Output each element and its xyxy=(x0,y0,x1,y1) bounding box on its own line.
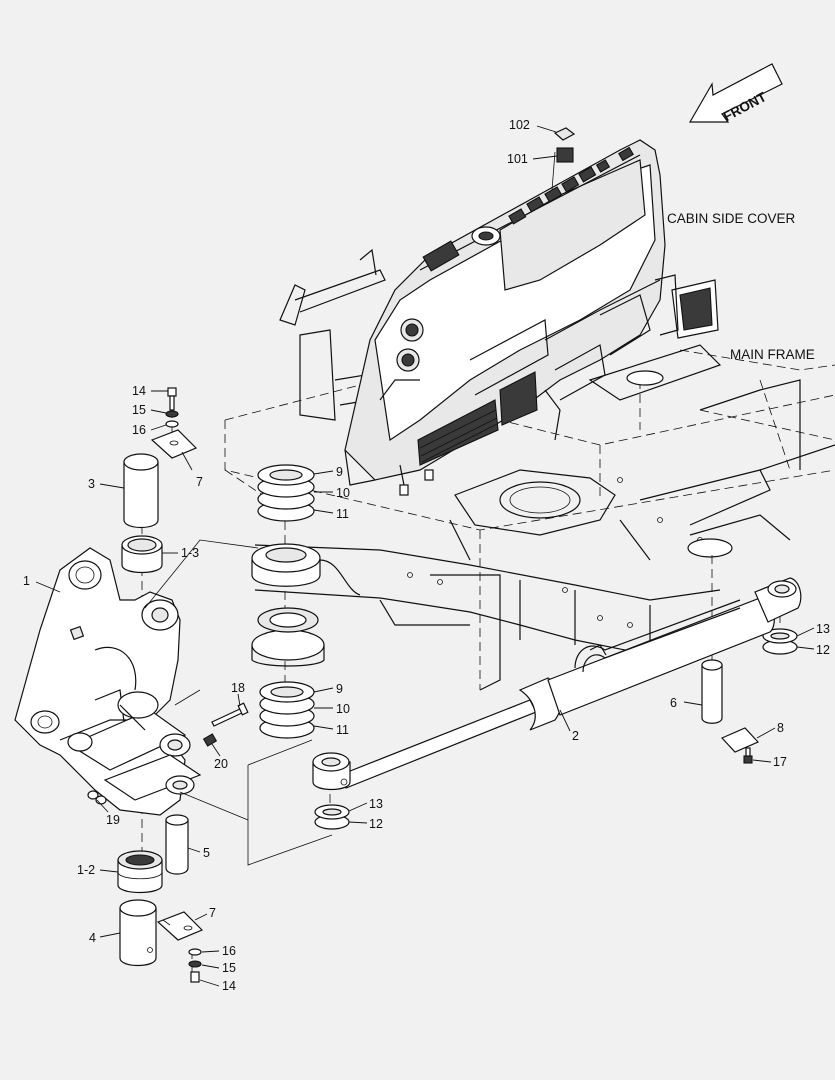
callout-19: 19 xyxy=(106,813,120,827)
callout-1: 1 xyxy=(23,574,30,588)
section-label-cabin-side-cover: CABIN SIDE COVER xyxy=(667,211,796,226)
callout-15-bottom: 15 xyxy=(222,961,236,975)
callout-14-top: 14 xyxy=(132,384,146,398)
part-4-pin xyxy=(119,907,157,967)
callout-101: 101 xyxy=(507,152,528,166)
section-label-main-frame: MAIN FRAME xyxy=(730,347,815,362)
part-14-bolt-top xyxy=(167,387,177,397)
swing-bracket xyxy=(14,547,202,816)
callout-14-bottom: 14 xyxy=(222,979,236,993)
part-101-switch xyxy=(556,147,574,163)
main-frame xyxy=(224,344,835,691)
callout-10-top: 10 xyxy=(336,486,350,500)
callout-7-bottom: 7 xyxy=(209,906,216,920)
callout-3: 3 xyxy=(88,477,95,491)
callout-7-top: 7 xyxy=(196,475,203,489)
callout-12-right: 12 xyxy=(816,643,830,657)
callout-12-center: 12 xyxy=(369,817,383,831)
callout-9-bottom: 9 xyxy=(336,682,343,696)
callout-1-3: 1-3 xyxy=(181,546,199,560)
callout-16-top: 16 xyxy=(132,423,146,437)
callout-13-right: 13 xyxy=(816,622,830,636)
callout-leaders xyxy=(35,125,815,987)
part-6-pin xyxy=(701,664,723,724)
left-pins xyxy=(87,387,249,983)
callout-11-top: 11 xyxy=(336,507,349,521)
callout-9-top: 9 xyxy=(336,465,343,479)
callout-numbers: 102 101 14 15 16 7 3 1-3 1 9 10 11 18 9 … xyxy=(23,118,830,993)
part-102-cap xyxy=(553,127,576,141)
callout-16-bottom: 16 xyxy=(222,944,236,958)
shim-stacks xyxy=(251,464,798,830)
callout-1-2: 1-2 xyxy=(77,863,95,877)
callout-5: 5 xyxy=(203,846,210,860)
part-5-pin xyxy=(165,819,189,875)
front-arrow: FRONT xyxy=(688,63,783,124)
callout-6: 6 xyxy=(670,696,677,710)
callout-18: 18 xyxy=(231,681,245,695)
callout-102: 102 xyxy=(509,118,530,132)
part-7-plate-bottom xyxy=(156,911,204,941)
grouping-lines xyxy=(144,151,556,926)
cabin-side-cover xyxy=(279,127,719,496)
callout-10-bottom: 10 xyxy=(336,702,350,716)
callout-13-center: 13 xyxy=(369,797,383,811)
callout-17: 17 xyxy=(773,755,787,769)
callout-8: 8 xyxy=(777,721,784,735)
callout-4: 4 xyxy=(89,931,96,945)
callout-11-bottom: 11 xyxy=(336,723,349,737)
part-3-pin xyxy=(123,461,159,529)
part-18-bolt xyxy=(211,707,245,727)
callout-2: 2 xyxy=(572,729,579,743)
callout-20: 20 xyxy=(214,757,228,771)
callout-15-top: 15 xyxy=(132,403,146,417)
part-8-plate xyxy=(720,727,760,753)
swing-cylinder xyxy=(312,577,802,791)
part-7-plate-top xyxy=(150,429,198,459)
